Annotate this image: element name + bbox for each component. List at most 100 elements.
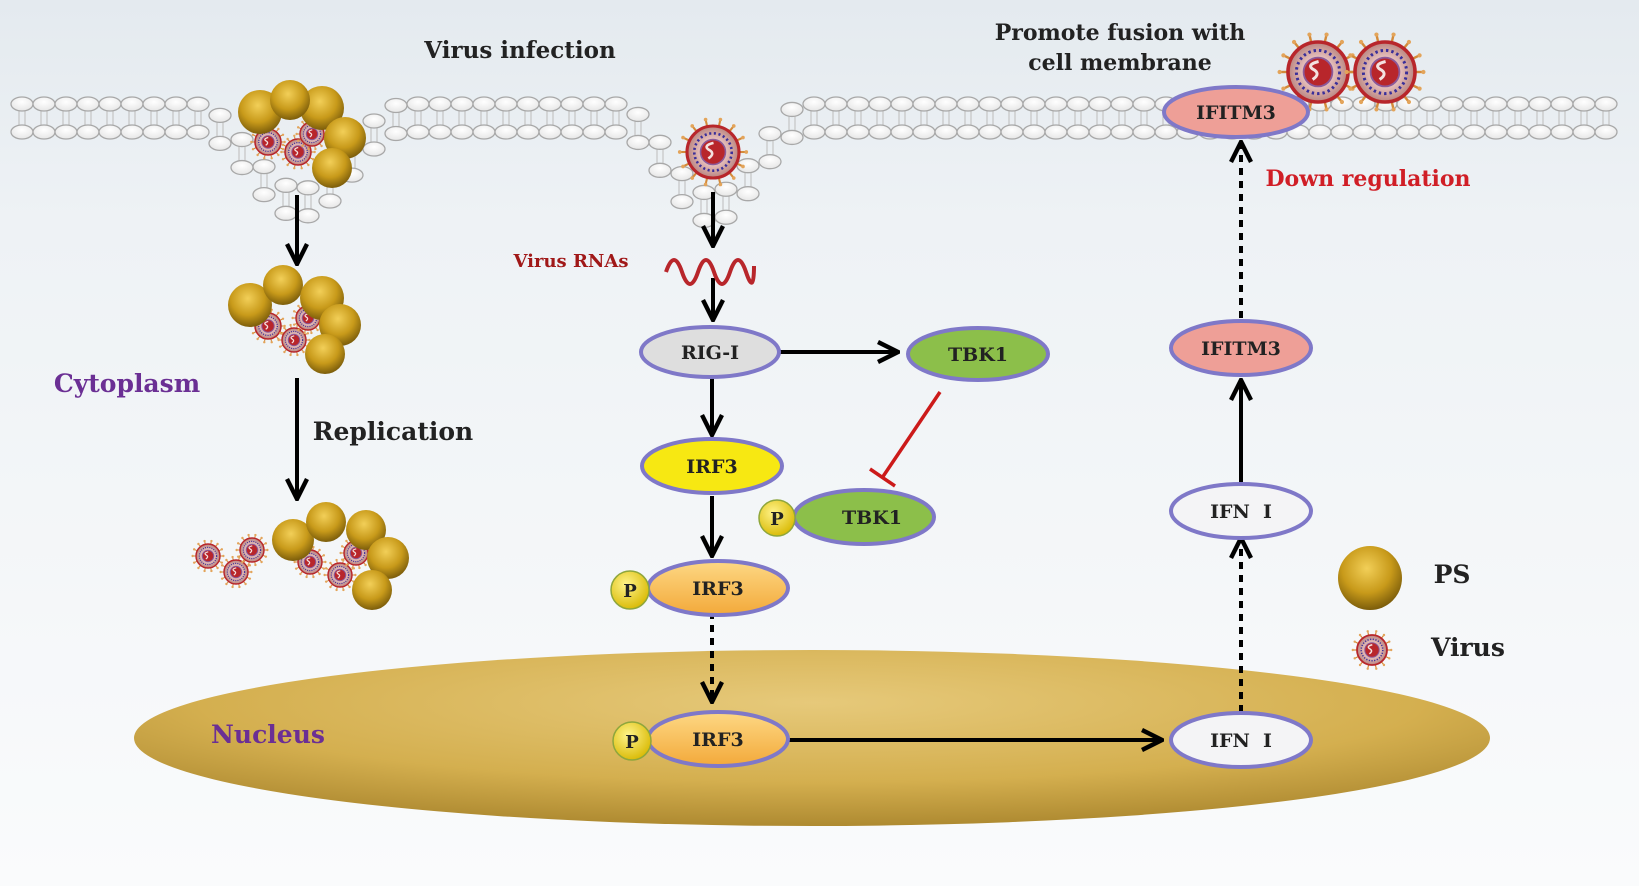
node-ifn-nucleus: IFN I	[1169, 711, 1313, 769]
virus-particle	[295, 117, 329, 151]
lipid-head	[934, 124, 958, 140]
ps-particle	[312, 148, 352, 188]
virus-particle	[219, 555, 253, 589]
lipid-head	[208, 107, 232, 123]
lipid-head	[670, 165, 694, 182]
lipid-head	[846, 96, 870, 112]
virus-particle	[1351, 630, 1393, 670]
lipid-head	[142, 124, 166, 140]
lipid-head	[934, 96, 958, 112]
lipid-head	[208, 135, 232, 151]
lipid-head	[978, 124, 1002, 140]
node-irf3-phospho-label: IRF3	[692, 578, 743, 600]
label-virus-rnas: Virus RNAs	[513, 251, 629, 272]
ps-particle	[367, 537, 409, 579]
ps-particle	[305, 334, 345, 374]
legend-ps-label: PS	[1434, 560, 1471, 589]
lipid-head	[1308, 124, 1332, 140]
lipid-head	[362, 113, 386, 129]
lipid-head	[1440, 96, 1464, 112]
lipid-head	[252, 186, 276, 203]
lipid-head	[736, 186, 760, 202]
lipid-head	[1572, 96, 1596, 112]
node-ifitm3-membrane: IFITM3	[1162, 85, 1310, 139]
node-irf3: IRF3	[640, 437, 784, 495]
lipid-head	[1132, 124, 1156, 140]
node-irf3-nucleus-label: IRF3	[692, 729, 743, 751]
lipid-head	[164, 96, 188, 112]
lipid-head	[560, 96, 584, 112]
lipid-head	[230, 131, 254, 148]
lipid-head	[1088, 96, 1112, 112]
lipid-head	[120, 96, 144, 112]
phospho-p-label: P	[770, 509, 784, 530]
lipid-head	[1066, 124, 1090, 140]
node-tbk1: TBK1	[906, 326, 1050, 382]
lipid-head	[780, 129, 804, 146]
ps-particle	[270, 80, 310, 120]
node-irf3-phospho: P IRF3	[610, 559, 790, 617]
lipid-head	[186, 96, 210, 112]
virus-particle	[677, 117, 749, 187]
lipid-head	[318, 193, 342, 209]
lipid-head	[604, 96, 628, 112]
lipid-head	[912, 96, 936, 112]
inhibition-tbk1	[869, 391, 942, 488]
lipid-head	[582, 124, 606, 140]
node-irf3-label: IRF3	[686, 456, 737, 478]
ps-particle	[272, 519, 314, 561]
lipid-head	[846, 124, 870, 140]
node-rig-i: RIG-I	[639, 325, 781, 379]
lipid-head	[274, 205, 298, 221]
lipid-head	[1550, 124, 1574, 140]
label-cytoplasm: Cytoplasm	[54, 369, 200, 398]
lipid-head	[1352, 124, 1376, 140]
lipid-head	[450, 96, 474, 112]
lipid-head	[296, 180, 320, 196]
node-tbk1-phospho: P TBK1	[758, 488, 936, 546]
lipid-head	[1418, 96, 1442, 112]
phospho-p-icon	[758, 499, 796, 537]
node-tbk1-label: TBK1	[948, 344, 1008, 366]
lipid-head	[1374, 124, 1398, 140]
lipid-head	[626, 106, 650, 123]
lipid-head	[1330, 124, 1354, 140]
label-promote-fusion-2: cell membrane	[1028, 50, 1212, 76]
node-tbk1-phospho-label: TBK1	[842, 507, 902, 529]
lipid-head	[54, 124, 78, 140]
legend-virus-label: Virus	[1430, 633, 1505, 662]
node-ifitm3-membrane-label: IFITM3	[1196, 102, 1276, 124]
lipid-head	[868, 124, 892, 140]
lipid-head	[648, 162, 672, 178]
ps-particle	[228, 283, 272, 327]
ps-particle	[352, 570, 392, 610]
lipid-head	[142, 96, 166, 112]
lipid-head	[1396, 124, 1420, 140]
lipid-head	[494, 124, 518, 140]
lipid-head	[802, 96, 826, 112]
node-ifitm3-label: IFITM3	[1201, 338, 1281, 360]
node-ifn-cytoplasm-label: IFN I	[1210, 501, 1272, 523]
lipid-head	[32, 96, 56, 112]
lipid-head	[758, 126, 782, 142]
ps-particle	[306, 502, 346, 542]
lipid-head	[472, 96, 496, 112]
lipid-head	[120, 124, 144, 140]
lipid-head	[450, 124, 474, 140]
lipid-head	[428, 96, 452, 112]
phospho-p-icon	[610, 570, 650, 610]
lipid-head	[10, 96, 34, 112]
lipid-head	[252, 158, 276, 175]
lipid-head	[1594, 96, 1618, 112]
virus-rna-wave	[664, 258, 756, 286]
lipid-head	[362, 141, 386, 157]
lipid-head	[164, 124, 188, 140]
lipid-head	[1000, 124, 1024, 140]
lipid-head	[186, 124, 210, 140]
lipid-head	[912, 124, 936, 140]
lipid-head	[54, 96, 78, 112]
virus-particle	[235, 533, 269, 567]
lipid-head	[1044, 124, 1068, 140]
legend: PS Virus	[1338, 546, 1505, 670]
